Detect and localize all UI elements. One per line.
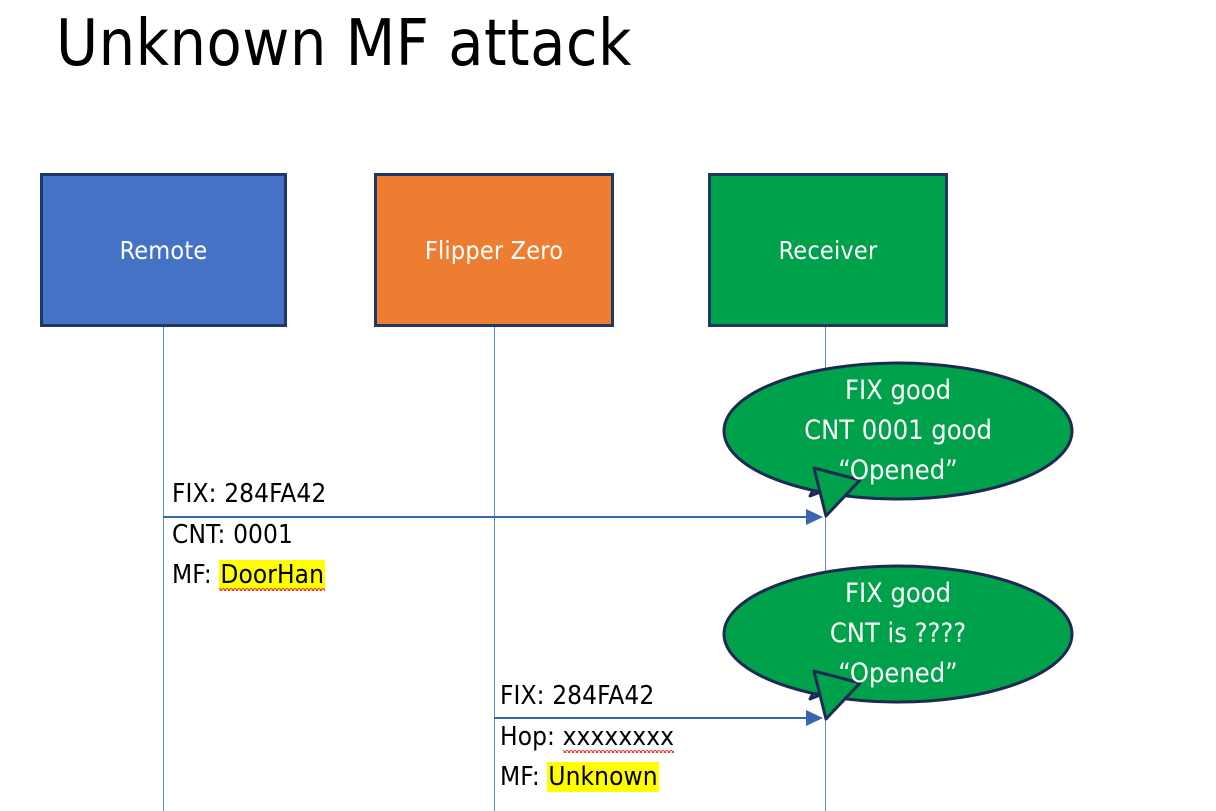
message-2-line-1-label: FIX: [500, 681, 553, 711]
speech-bubble-1: FIX good CNT 0001 good “Opened” [722, 360, 1074, 520]
message-1-line-2-label: CNT: [172, 520, 234, 550]
message-arrowhead-1 [806, 509, 823, 525]
actor-label-receiver: Receiver [778, 235, 878, 265]
message-arrowhead-2 [806, 710, 823, 726]
actor-box-receiver[interactable]: Receiver [708, 173, 948, 327]
message-1-line-1-label: FIX: [172, 479, 225, 509]
message-2-line-2-label: Hop: [500, 722, 563, 752]
actor-box-flipper[interactable]: Flipper Zero [374, 173, 614, 327]
message-2-line-3-label: MF: [500, 762, 548, 792]
message-2-line-2-value: xxxxxxxx [562, 722, 675, 752]
message-2-line-3-value: Unknown [547, 762, 659, 792]
actor-box-remote[interactable]: Remote [40, 173, 287, 327]
page-title: Unknown MF attack [56, 7, 632, 81]
message-1-line-1: FIX: 284FA42 [172, 479, 326, 509]
message-1-line-3-value: DoorHan [219, 560, 326, 590]
speech-bubble-2-shape [722, 564, 1074, 721]
message-2-line-1-value: 284FA42 [552, 681, 655, 711]
message-1-line-1-value: 284FA42 [224, 479, 327, 509]
speech-bubble-1-shape [722, 361, 1074, 518]
message-2-line-3: MF: Unknown [500, 762, 659, 792]
message-arrow-2 [494, 717, 808, 719]
lifeline-flipper [494, 327, 495, 811]
message-1-line-3-label: MF: [172, 560, 220, 590]
message-1-line-3: MF: DoorHan [172, 560, 326, 590]
message-2-line-1: FIX: 284FA42 [500, 681, 654, 711]
lifeline-receiver [825, 327, 826, 811]
lifeline-remote [163, 327, 164, 811]
actor-label-flipper: Flipper Zero [424, 235, 564, 265]
message-1-line-2-value: 0001 [233, 520, 293, 550]
actor-label-remote: Remote [119, 235, 208, 265]
speech-bubble-2: FIX good CNT is ???? “Opened” [722, 563, 1074, 723]
message-2-line-2: Hop: xxxxxxxx [500, 722, 674, 752]
message-1-line-2: CNT: 0001 [172, 520, 293, 550]
message-arrow-1 [163, 516, 808, 518]
